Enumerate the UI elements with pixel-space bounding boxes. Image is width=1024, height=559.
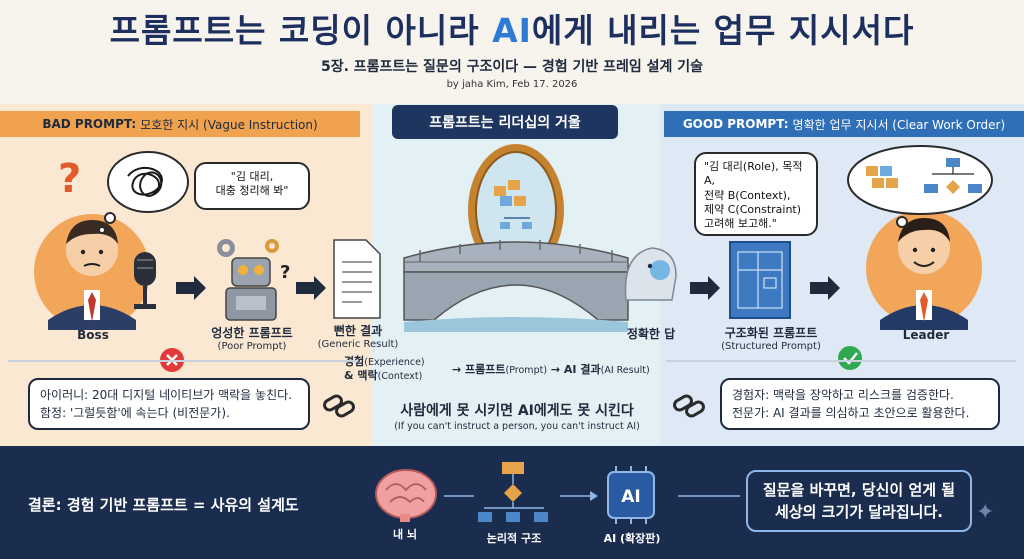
central-message: 사람에게 못 시키면 AI에게도 못 시킨다 <box>400 403 634 419</box>
robot-icon: ? <box>217 239 290 321</box>
closing-message-box: 질문을 바꾸면, 당신이 얻게 될 세상의 크기가 달라집니다. <box>746 470 972 532</box>
green-check-icon <box>838 346 862 370</box>
boss-icon <box>34 214 150 330</box>
arrow-icon <box>296 276 326 300</box>
byline: by jaha Kim, Feb 17. 2026 <box>446 79 578 90</box>
question-mark-icon: ? <box>58 156 81 202</box>
good-note-box: 경험자: 맥락을 장악하고 리스크를 검증한다. 전문가: AI 결과를 의심하… <box>720 378 1000 430</box>
boss-label: Boss <box>77 328 109 342</box>
mirror-banner: 프롬프트는 리더십의 거울 <box>392 105 618 139</box>
bad-prompt-banner: BAD PROMPT:모호한 지시 (Vague Instruction) <box>0 111 360 137</box>
arrow-icon <box>810 276 840 300</box>
tangled-thought-icon <box>98 151 189 234</box>
brain-icon <box>375 469 437 522</box>
leader-speech-bubble: "김 대리(Role), 목적 A, 전략 B(Context), 제약 C(C… <box>694 152 818 236</box>
ai-chip-label: AI <box>621 487 640 507</box>
arrow-icon <box>176 276 206 300</box>
page-subtitle: 5장. 프롬프트는 질문의 구조이다 — 경험 기반 프레임 설계 기술 <box>320 59 704 75</box>
good-prompt-banner: GOOD PROMPT:명확한 업무 지시서 (Clear Work Order… <box>664 111 1024 137</box>
poor-prompt-label: 엉성한 프롬프트(Poor Prompt) <box>211 326 293 352</box>
leader-label: Leader <box>902 328 950 342</box>
generic-result-label: 뻔한 결과(Generic Result) <box>317 324 399 350</box>
logic-structure-icon <box>478 462 548 522</box>
microphone-icon <box>134 252 156 309</box>
ai-head-icon <box>624 247 677 301</box>
bad-note-box: 아이러니: 20대 디지털 네이티브가 맥락을 놓친다. 함정: '그럴듯함'에… <box>28 378 310 430</box>
structured-prompt-label: 구조화된 프롬프트(Structured Prompt) <box>721 326 821 352</box>
precise-answer-label: 정확한 답 <box>626 327 676 341</box>
svg-text:?: ? <box>280 262 290 283</box>
arrow-icon <box>690 276 720 300</box>
boss-speech-bubble: "김 대리, 대충 정리해 봐" <box>194 162 310 210</box>
leader-icon <box>866 210 982 330</box>
bridge-icon <box>403 240 629 332</box>
conclusion-text: 결론: 경험 기반 프롬프트 = 사유의 설계도 <box>28 496 299 514</box>
blueprint-icon <box>729 241 791 319</box>
ai-chip-icon: AI <box>607 466 655 524</box>
ai-extension-label: AI (확장판) <box>603 532 661 545</box>
chain-link-icon <box>673 394 705 418</box>
header-background <box>0 0 1024 104</box>
brain-label: 내 뇌 <box>392 528 418 541</box>
divider <box>666 360 1016 362</box>
chain-link-icon <box>323 394 355 418</box>
central-message-translation: (If you can't instruct a person, you can… <box>394 421 640 432</box>
sparkle-icon: ✦ <box>976 500 995 525</box>
logic-label: 논리적 구조 <box>486 532 542 545</box>
divider <box>8 360 358 362</box>
structured-thought-icon <box>847 145 993 228</box>
page-title: 프롬프트는 코딩이 아니라 AI에게 내리는 업무 지시서다 <box>109 11 915 50</box>
document-icon <box>333 239 381 319</box>
